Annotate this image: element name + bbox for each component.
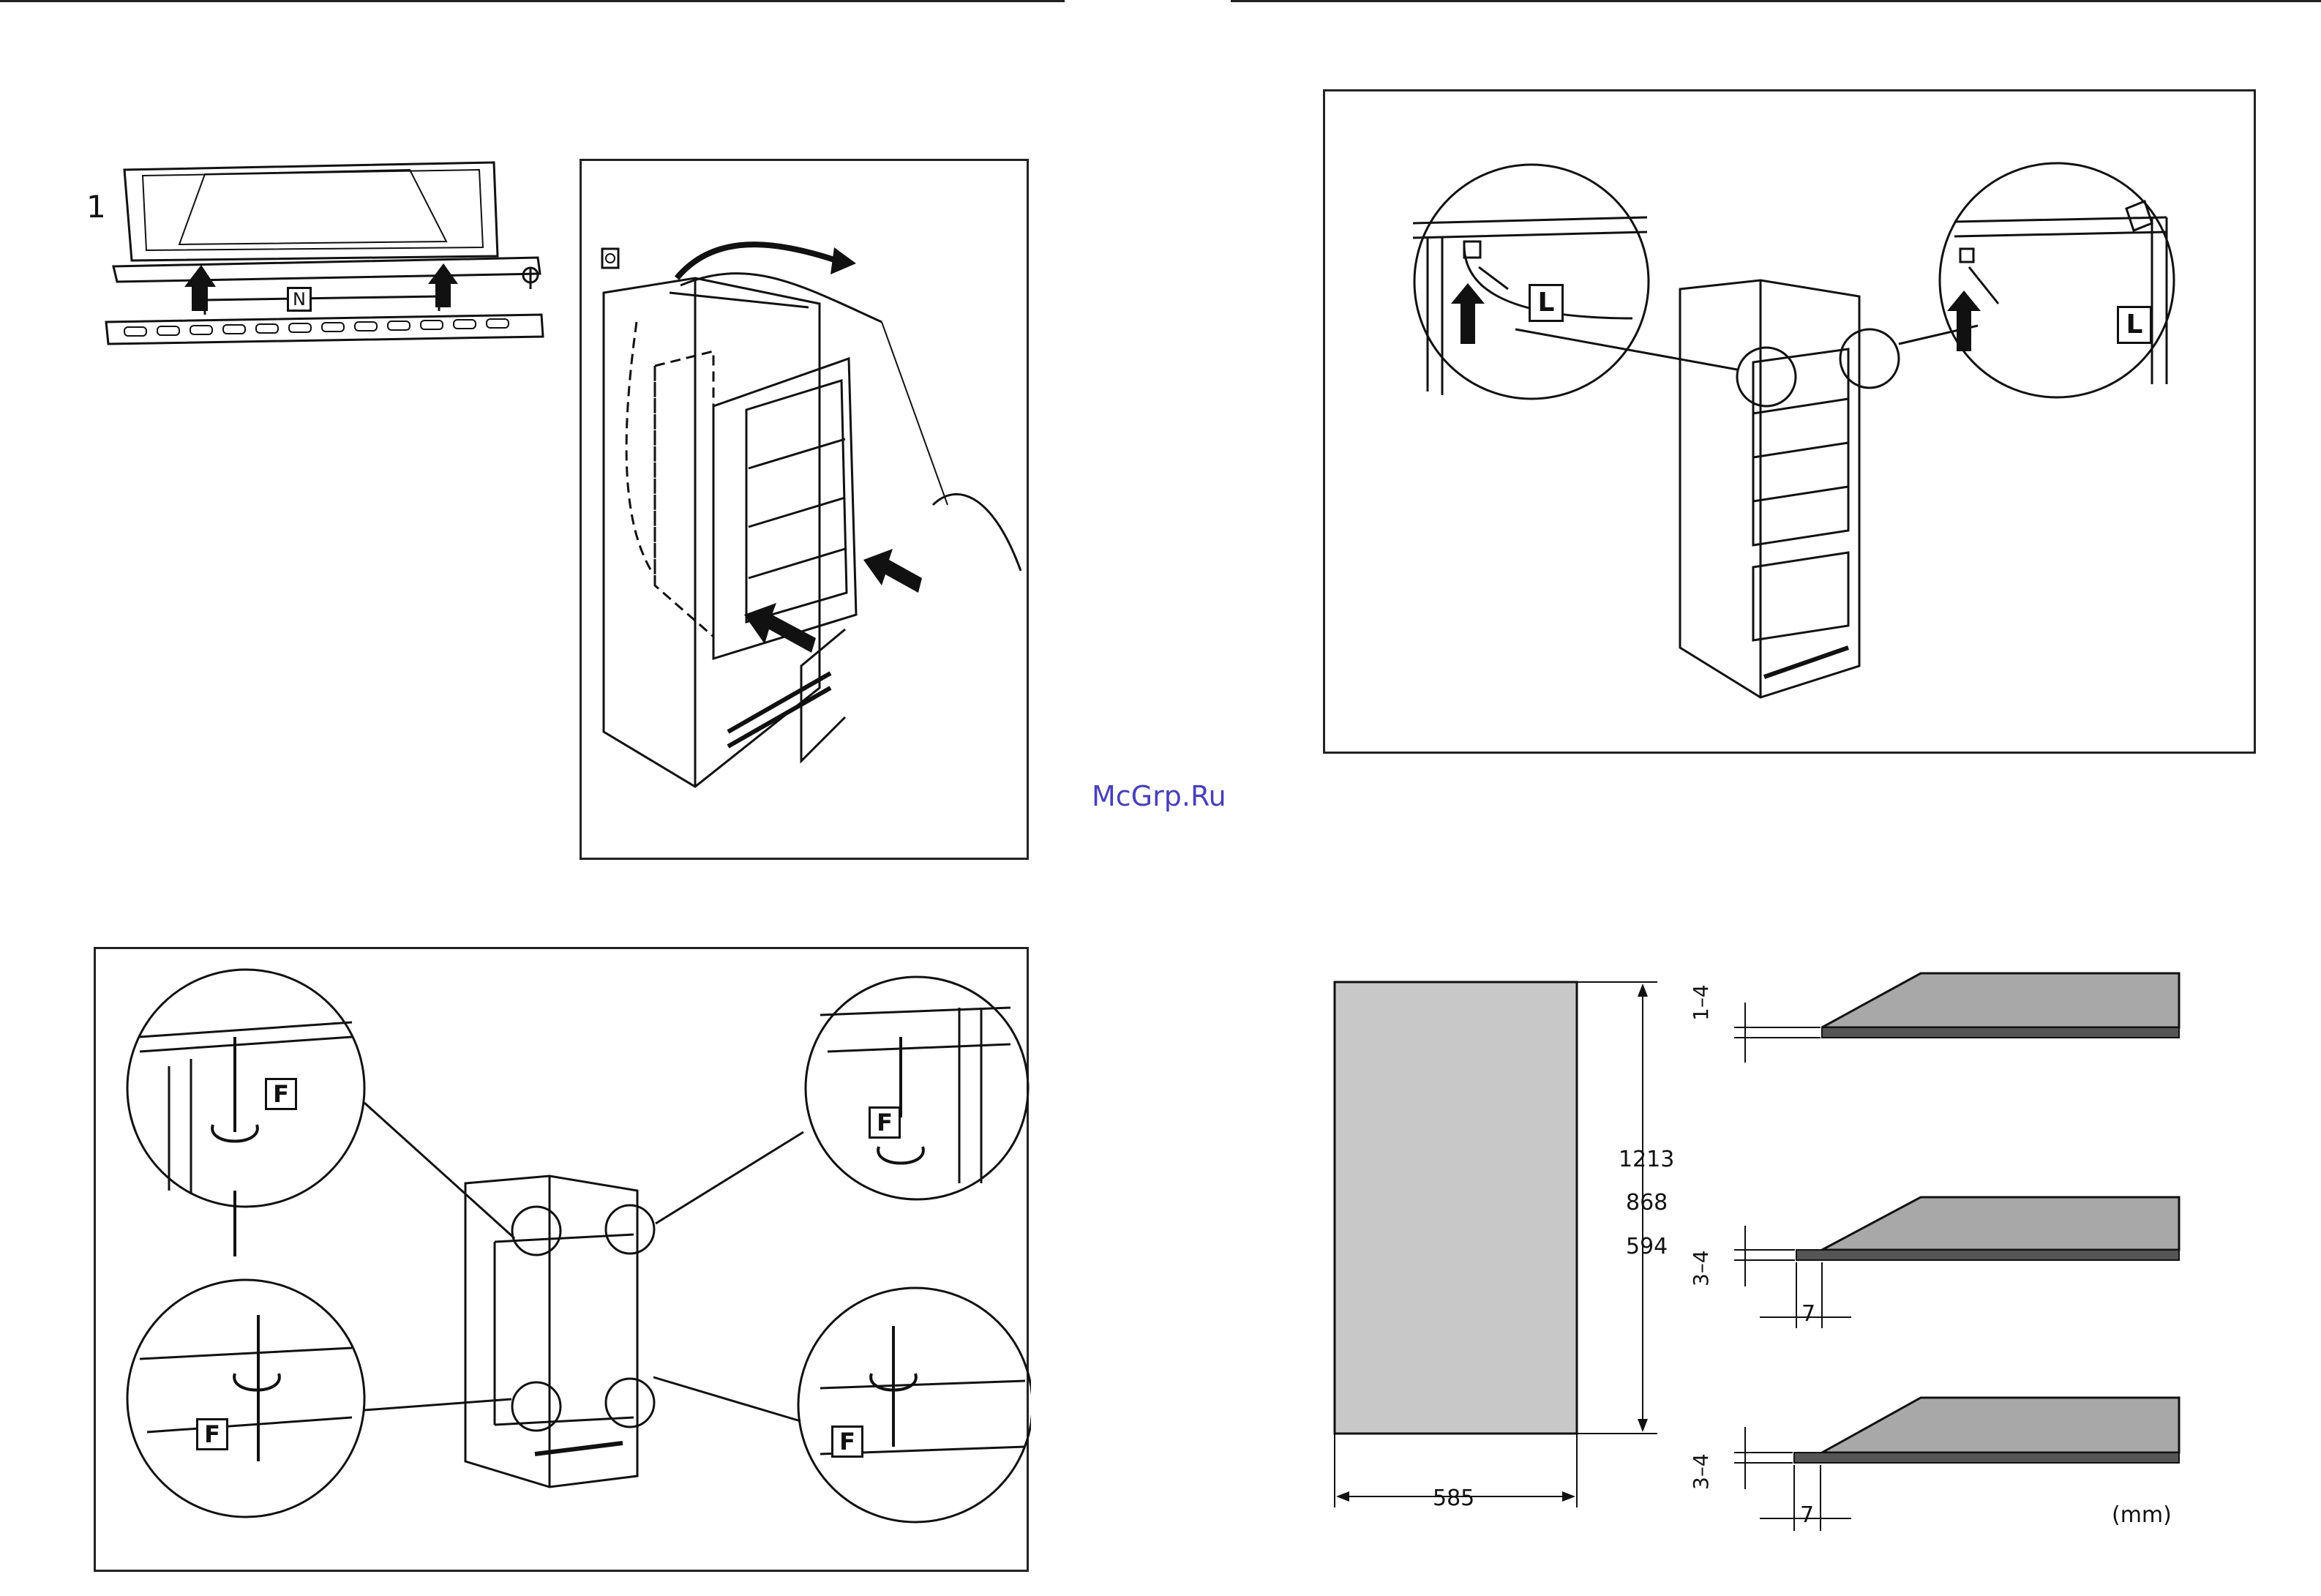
dim-gap-2: 3–4 xyxy=(1689,1250,1713,1286)
dim-height-594: 594 xyxy=(1626,1234,1668,1259)
dim-gap-1: 1–4 xyxy=(1689,984,1713,1021)
dim-width-585: 585 xyxy=(1433,1486,1474,1511)
dim-gap-3: 3–4 xyxy=(1689,1453,1713,1490)
dim-offset-3: 7 xyxy=(1800,1502,1814,1528)
dim-unit: (mm) xyxy=(2112,1502,2172,1528)
dim-height-868: 868 xyxy=(1626,1190,1668,1215)
dim-offset-2: 7 xyxy=(1801,1301,1815,1327)
dim-height-1213: 1213 xyxy=(1619,1147,1674,1172)
